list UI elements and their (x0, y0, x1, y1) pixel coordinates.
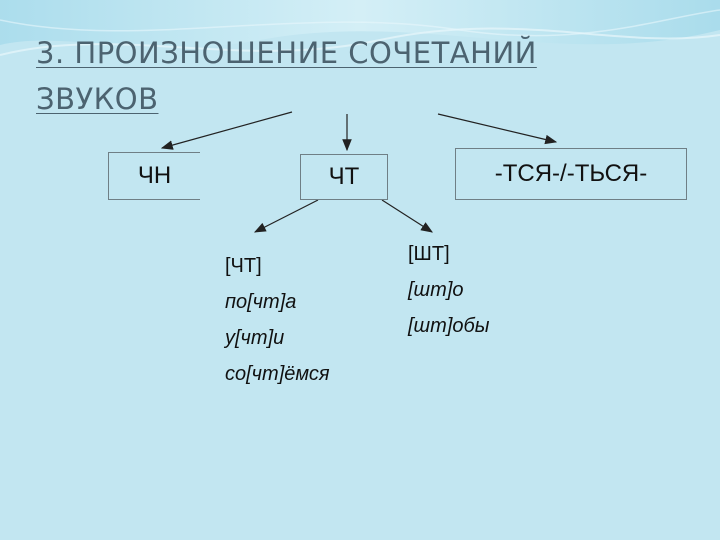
arrow-to-chn (160, 111, 293, 150)
box-cht: ЧТ (300, 154, 388, 200)
sht-column-header: [ШТ] (408, 243, 450, 265)
arrow-to-cht-column (253, 199, 319, 233)
cht-example: со[чт]ёмся (225, 363, 330, 385)
cht-example: у[чт]и (225, 327, 285, 349)
cht-column-header: [ЧТ] (225, 255, 262, 277)
sht-example: [шт]о (408, 279, 464, 301)
slide-title: 3. ПРОИЗНОШЕНИЕ СОЧЕТАНИЙ ЗВУКОВ (36, 36, 537, 116)
box-tsya-label: -ТСЯ-/-ТЬСЯ- (494, 160, 648, 187)
box-cht-label: ЧТ (328, 163, 360, 190)
sht-column: [ШТ] [шт]о [шт]обы (408, 236, 489, 344)
arrow-to-tsya (437, 113, 558, 145)
cht-column: [ЧТ] по[чт]а у[чт]и со[чт]ёмся (225, 248, 330, 392)
box-tsya: -ТСЯ-/-ТЬСЯ- (455, 148, 687, 200)
cht-example: по[чт]а (225, 291, 297, 313)
box-chn-label: ЧН (137, 162, 172, 189)
arrow-to-sht-column (381, 199, 434, 233)
sht-example: [шт]обы (408, 315, 490, 337)
box-chn: ЧН (108, 152, 200, 200)
